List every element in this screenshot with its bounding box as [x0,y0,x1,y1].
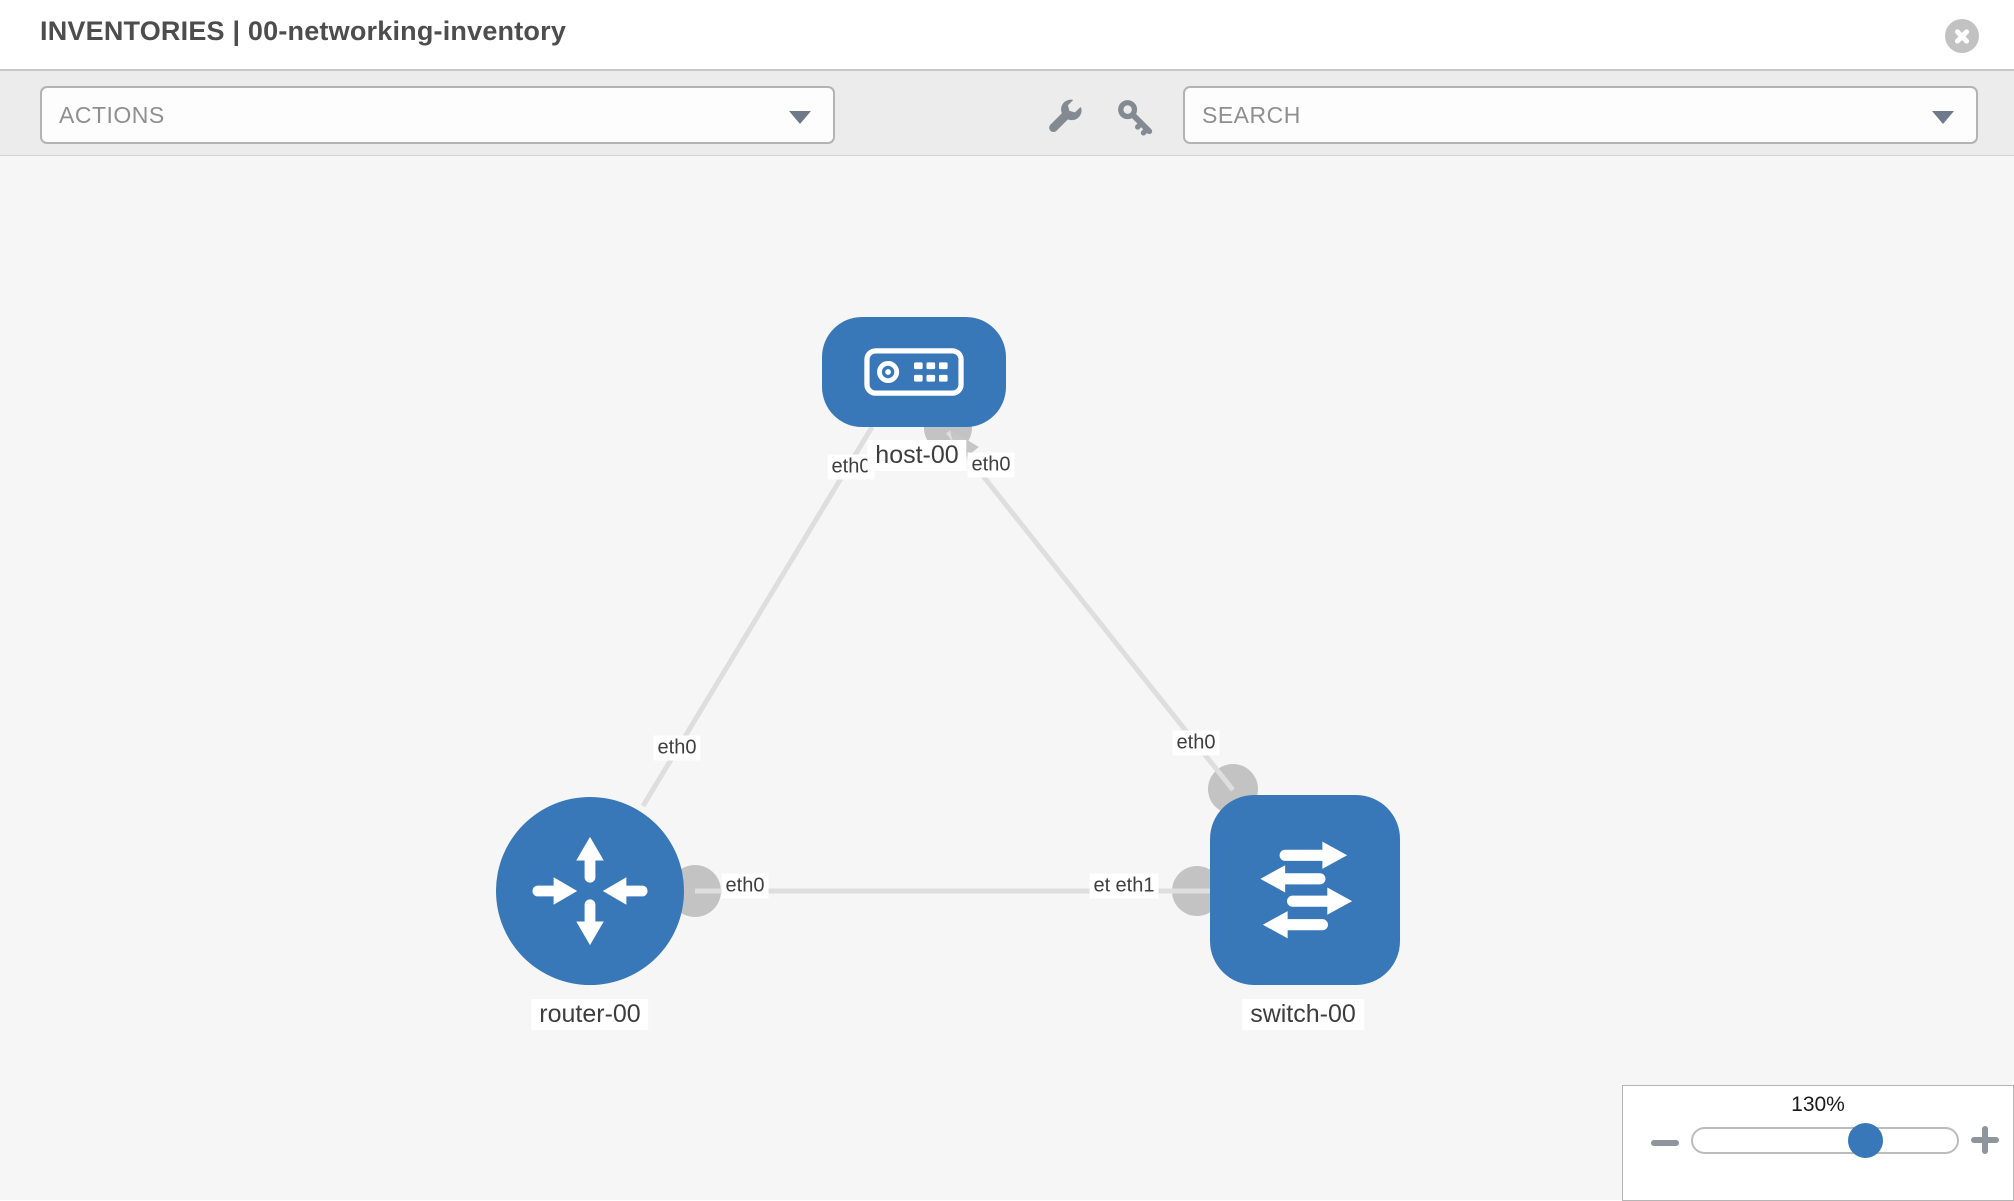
zoom-slider-track[interactable] [1691,1123,1959,1158]
link-host-switch[interactable] [946,430,1235,792]
toolbar: ACTIONS SEARCH [0,69,2014,156]
port-label: eth0 [653,735,701,761]
port-label: eth1 [1111,873,1159,899]
node-label: host-00 [867,440,967,471]
header-bar: INVENTORIES | 00-networking-inventory [0,0,2014,69]
node-router[interactable] [496,797,684,985]
page-title: INVENTORIES | 00-networking-inventory [40,16,567,46]
actions-dropdown[interactable]: ACTIONS [40,86,835,144]
wrench-icon[interactable] [1046,98,1084,136]
zoom-in-button[interactable] [1971,1126,1999,1154]
minus-icon [1651,1140,1679,1146]
node-host[interactable] [822,317,1006,427]
router-icon [532,836,648,946]
port-label: eth0 [967,452,1015,478]
search-dropdown[interactable]: SEARCH [1183,86,1978,144]
actions-dropdown-label: ACTIONS [59,102,165,128]
zoom-level-label: 130% [1791,1093,1845,1116]
chevron-down-icon [1932,111,1954,124]
zoom-panel: 130% [1622,1085,2014,1201]
node-label: switch-00 [1242,999,1364,1030]
node-label: router-00 [531,999,649,1030]
host-icon [864,348,964,396]
port-label: eth0 [827,454,875,480]
zoom-slider-thumb[interactable] [1848,1123,1883,1158]
plus-icon [1982,1126,1988,1154]
node-switch[interactable] [1210,795,1400,985]
zoom-out-button[interactable] [1651,1129,1679,1157]
close-button[interactable] [1945,19,1979,53]
chevron-down-icon [789,111,811,124]
key-icon[interactable] [1116,98,1154,136]
topology-canvas[interactable] [0,156,2014,1200]
search-placeholder: SEARCH [1202,102,1301,128]
port-label: eth0 [721,873,769,899]
port-label: eth0 [1172,730,1220,756]
switch-icon [1260,841,1353,939]
